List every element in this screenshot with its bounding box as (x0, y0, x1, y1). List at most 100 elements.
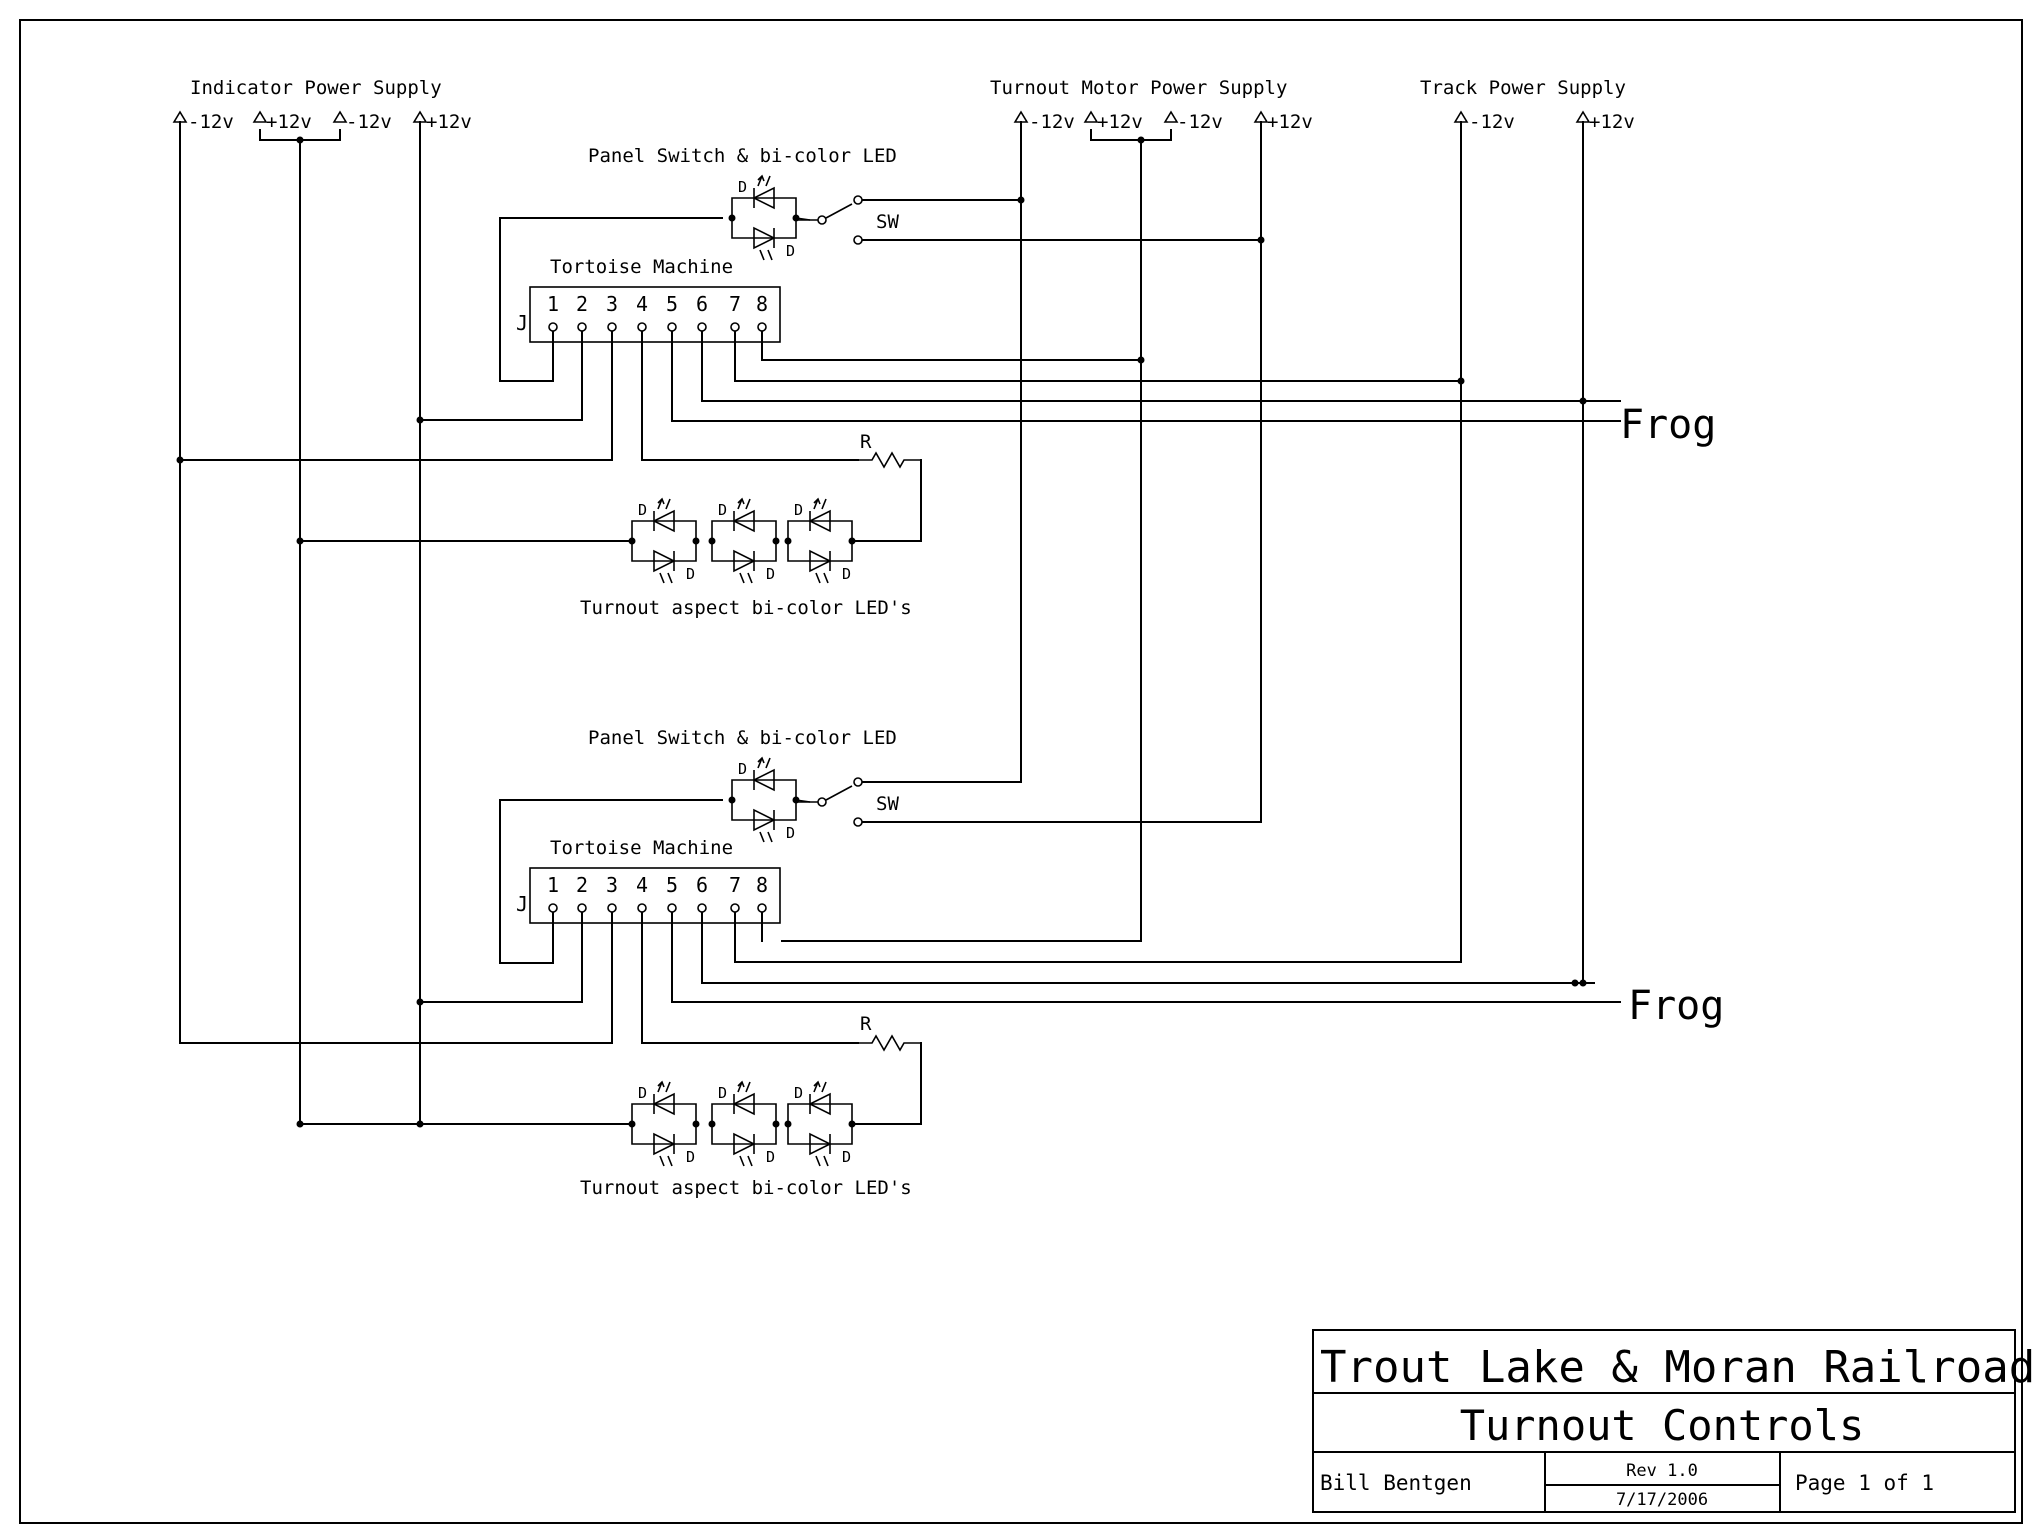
junction-dot (1457, 377, 1465, 385)
bicolor-led-1-1: DD (628, 1080, 700, 1167)
diode-icon (808, 509, 831, 533)
pin-label-4: 4 (636, 292, 648, 316)
pin-label-6: 6 (696, 292, 708, 316)
revision: Rev 1.0 (1626, 1461, 1698, 1481)
resistor-1 (858, 1034, 921, 1052)
c1-led-return-wire (851, 459, 922, 542)
diode-label: D (638, 1084, 647, 1102)
c2-machine-label: Tortoise Machine (550, 837, 733, 859)
diode-label: D (794, 501, 803, 519)
junction-dot (176, 456, 184, 464)
terminal-label: +12v (426, 111, 472, 133)
diode-icon (732, 509, 755, 533)
led-frame (731, 779, 797, 821)
diode-label: D (766, 1148, 775, 1166)
switch-pivot (817, 797, 827, 807)
light-arrows-icon (739, 1155, 753, 1167)
pin-terminal (577, 322, 587, 332)
pin-terminal (667, 903, 677, 913)
title-block: Trout Lake & Moran Railroad Turnout Cont… (1312, 1329, 2035, 1513)
diode-icon (808, 1092, 831, 1116)
panel-switch-0: SW (795, 195, 899, 245)
light-arrows-icon (659, 572, 673, 584)
light-arrows-icon (739, 572, 753, 584)
light-arrows-icon (813, 1080, 827, 1093)
pin-terminal (577, 903, 587, 913)
motor-supply-title: Turnout Motor Power Supply (990, 77, 1287, 99)
light-arrows-icon (659, 1155, 673, 1167)
terminal-label: -12v (1029, 111, 1075, 133)
pin-terminal (757, 322, 767, 332)
terminal-arrow-icon (412, 110, 428, 123)
track-supply-title: Track Power Supply (1420, 77, 1626, 99)
terminal-arrow-icon (1453, 110, 1469, 123)
light-arrows-icon (813, 497, 827, 510)
bicolor-led-1-panel: DD (728, 756, 800, 843)
junction-dot (784, 1120, 792, 1128)
terminal-label: +12v (1589, 111, 1635, 133)
pin-terminal (607, 322, 617, 332)
motor-pos-jumper (1090, 129, 1172, 141)
pin-label-8: 8 (756, 873, 768, 897)
junction-dot (1579, 979, 1587, 987)
junction-dot (296, 537, 304, 545)
diode-label: D (738, 178, 747, 196)
diode-icon (652, 1092, 675, 1116)
c2-led-return-wire (851, 1042, 922, 1125)
track-terminal-1: -12v (1453, 110, 1515, 133)
c1-pin7-wire (734, 326, 1462, 382)
pin-terminal (730, 322, 740, 332)
terminal-arrow-icon (332, 110, 348, 123)
connector-label: J (516, 311, 528, 335)
resistor-zigzag (858, 1034, 921, 1052)
pin-label-2: 2 (576, 292, 588, 316)
bicolor-led-0-panel: DD (728, 174, 800, 261)
terminal-arrow-icon (1013, 110, 1029, 123)
machine-box (529, 286, 781, 343)
led-frame (711, 1103, 777, 1145)
light-arrows-icon (759, 249, 773, 261)
switch-contact (853, 817, 863, 827)
pin-terminal (757, 903, 767, 913)
diode-icon (753, 226, 776, 250)
diode-label: D (794, 1084, 803, 1102)
diode-label: D (842, 1148, 851, 1166)
junction-dot (1257, 236, 1265, 244)
c2-pin6-wire (701, 907, 1584, 984)
panel-switch-1: SW (795, 777, 899, 827)
terminal-label: +12v (266, 111, 312, 133)
junction-dot (1137, 356, 1145, 364)
switch-label: SW (876, 793, 899, 815)
led-frame (787, 1103, 853, 1145)
c2-panel-led-left-wire (499, 799, 723, 964)
junction-dot (1017, 196, 1025, 204)
panel-led-to-switch (795, 799, 811, 803)
pin-label-5: 5 (666, 292, 678, 316)
indicator-terminal-4: +12v (412, 110, 472, 133)
resistor-0 (858, 451, 921, 469)
motor-terminal-2: +12v (1083, 110, 1143, 133)
motor-pos-rail (781, 139, 1142, 942)
pin-terminal (607, 903, 617, 913)
pin-label-7: 7 (729, 873, 741, 897)
light-arrows-icon (759, 831, 773, 843)
junction-dot (728, 214, 736, 222)
switch-label: SW (876, 211, 899, 233)
light-arrows-icon (815, 1155, 829, 1167)
terminal-arrow-icon (1163, 110, 1179, 123)
c2-pin5-wire (671, 907, 1621, 1003)
junction-dot (416, 416, 424, 424)
junction-dot (848, 1120, 856, 1128)
pin-label-7: 7 (729, 292, 741, 316)
diode-icon (652, 509, 675, 533)
track-neg-rail (734, 121, 1462, 963)
light-arrows-icon (757, 756, 771, 769)
pin-terminal (548, 322, 558, 332)
c1-pin5-wire (671, 326, 1621, 422)
c1-pin8-wire (761, 326, 1142, 361)
terminal-label: -12v (346, 111, 392, 133)
frog-label-1: Frog (1620, 402, 1716, 448)
junction-dot (416, 1120, 424, 1128)
c2-panel-label: Panel Switch & bi-color LED (588, 727, 897, 749)
pin-label-1: 1 (547, 873, 559, 897)
